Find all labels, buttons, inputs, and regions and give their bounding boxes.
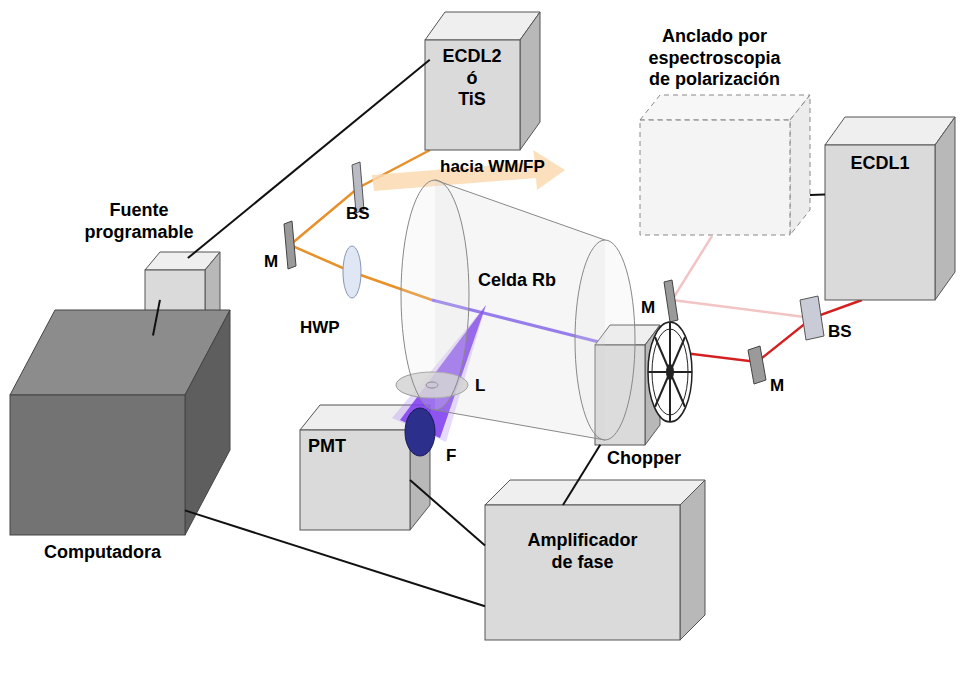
- node-label: ECDL2 ó TiS: [438, 46, 506, 111]
- lock-box-front: [640, 120, 790, 235]
- component-label: M: [641, 298, 655, 318]
- component-label: BS: [346, 204, 370, 224]
- box-front: [300, 430, 410, 530]
- laser-box: ECDL1: [825, 145, 937, 300]
- node-label: PMT: [308, 436, 398, 458]
- beam-splitter: [800, 296, 824, 340]
- chopper-wheel: [648, 322, 692, 422]
- signal-cable: [410, 480, 485, 546]
- chopper-hub: [666, 364, 674, 380]
- lock-box-side: [790, 95, 810, 235]
- cell-window: [401, 180, 469, 410]
- node-label: Celda Rb: [478, 270, 578, 292]
- laser-box: ECDL2 ó TiS: [425, 40, 520, 150]
- mirror: [664, 280, 678, 322]
- cell-window: [575, 240, 635, 440]
- component-label: M: [770, 376, 784, 396]
- chopper-blade: [655, 337, 685, 407]
- lock-box-top: [640, 95, 810, 120]
- component-label: L: [475, 376, 485, 396]
- signal-cable: [153, 300, 160, 336]
- box-top: [825, 117, 955, 145]
- vapor-cell: Celda Rb: [400, 178, 640, 442]
- component-label: F: [446, 446, 456, 466]
- node-label: Chopper: [607, 448, 697, 470]
- signal-cable: [188, 60, 430, 258]
- box-front: [425, 40, 520, 150]
- box-front: [485, 505, 680, 640]
- computer: Computadora: [10, 310, 230, 566]
- box-side: [935, 117, 955, 300]
- filter: [405, 408, 435, 456]
- chopper-blade: [655, 337, 685, 407]
- component-label: HWP: [300, 318, 340, 338]
- beam-direction-label: hacia WM/FP: [440, 157, 545, 177]
- mirror: [748, 346, 766, 384]
- component-label: BS: [828, 322, 852, 342]
- node-label: Anclado por espectroscopia de polarizaci…: [642, 26, 787, 91]
- box-front: [825, 145, 935, 300]
- node-label: Amplificador de fase: [520, 530, 645, 573]
- pickoff-beam: [672, 236, 812, 318]
- photomultiplier: PMT: [300, 430, 410, 530]
- signal-cable: [185, 510, 485, 606]
- node-label: Fuente programable: [80, 200, 198, 243]
- mirror: [284, 221, 296, 269]
- signal-cable: [810, 194, 825, 196]
- lock-setup-box: Anclado por espectroscopia de polarizaci…: [620, 26, 810, 238]
- component-label: M: [264, 252, 278, 272]
- node-label: Computadora: [10, 542, 195, 564]
- box-top: [485, 480, 705, 505]
- chopper: Chopper: [595, 345, 700, 473]
- lock-in-amplifier: Amplificador de fase: [485, 505, 680, 640]
- half-wave-plate: [343, 246, 361, 298]
- power-supply: Fuente programable: [80, 200, 210, 335]
- box-front: [10, 395, 185, 535]
- box-side: [680, 480, 705, 640]
- box-side: [520, 12, 540, 150]
- box-side: [185, 310, 230, 535]
- signal-cable: [563, 445, 600, 505]
- cell-edge: [435, 410, 605, 440]
- wavemeter-arrow: [372, 150, 565, 191]
- node-label: ECDL1: [825, 153, 935, 175]
- cell-outline: [400, 178, 640, 442]
